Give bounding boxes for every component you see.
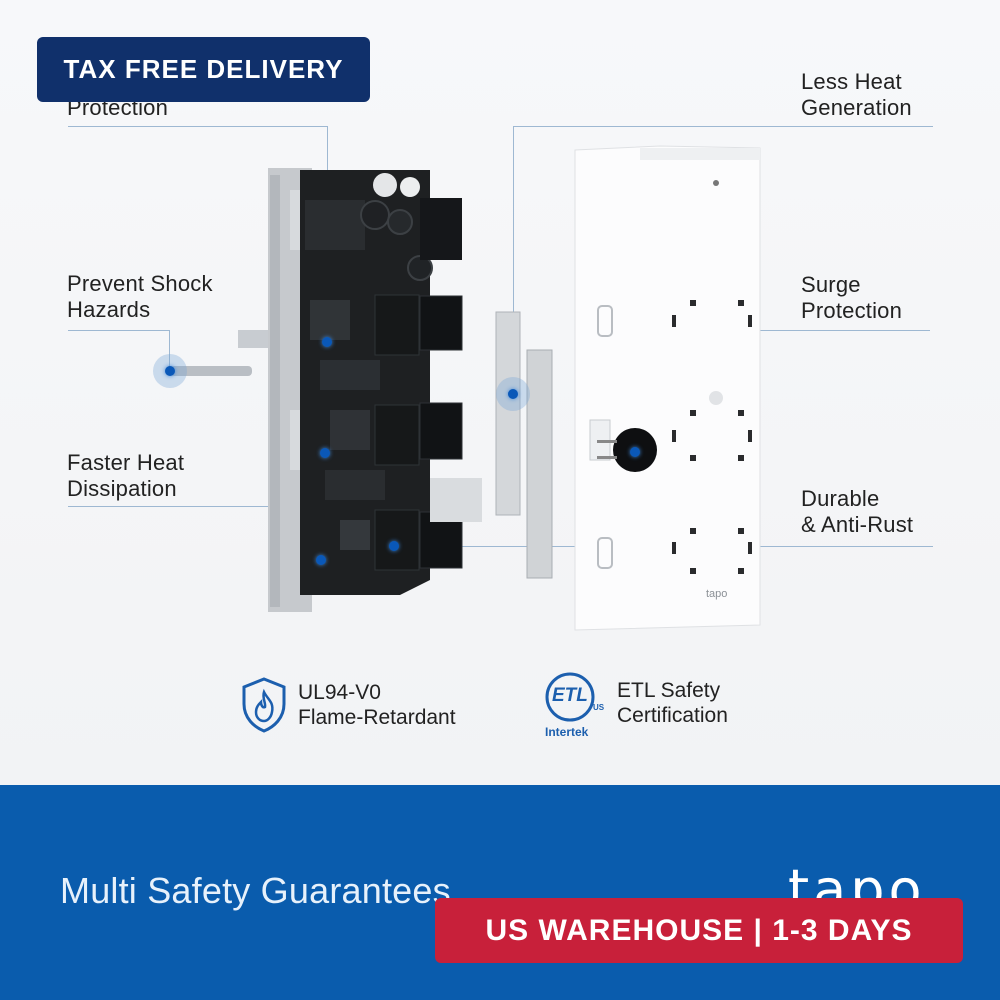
guide-line-shock-drop	[169, 330, 170, 372]
guide-line-heat	[68, 506, 326, 507]
callout-dot-less-heat	[496, 377, 530, 411]
cover-logo: tapo	[706, 588, 728, 600]
label-less-heat: Less Heat Generation	[801, 69, 912, 120]
callout-dot-protection	[322, 337, 332, 347]
cert-ul94-line1: UL94-V0	[298, 681, 381, 704]
footer-band	[0, 785, 1000, 1000]
plug-prong	[170, 366, 252, 376]
cert-ul94: UL94-V0 Flame-Retardant	[240, 676, 456, 734]
label-surge: Surge Protection	[801, 272, 903, 323]
guide-line-less-heat	[513, 126, 933, 127]
callout-dot-durable	[389, 541, 399, 551]
metal-strip-1	[495, 311, 521, 516]
label-prevent-shock: Prevent Shock Hazards	[67, 271, 213, 322]
cert-etl-line1: ETL Safety	[617, 679, 721, 702]
guide-line-shock	[68, 330, 170, 331]
etl-intertek-icon: ETL US Intertek	[543, 670, 605, 742]
outlet-middle	[672, 410, 752, 461]
product-diagram: tapo Protection Prevent Shock Hazards Fa…	[0, 0, 1000, 785]
outlet-top	[672, 300, 752, 327]
callout-dot-shock	[153, 354, 187, 388]
tax-free-badge: TAX FREE DELIVERY	[37, 37, 370, 102]
flame-shield-icon	[242, 677, 286, 733]
callout-dot-heat-2	[316, 555, 326, 565]
guide-line-protection	[68, 126, 328, 127]
cert-ul94-line2: Flame-Retardant	[298, 706, 456, 729]
label-faster-heat: Faster Heat Dissipation	[67, 450, 185, 501]
cert-etl-line2: Certification	[617, 704, 728, 727]
outlet-bottom	[672, 528, 752, 574]
cert-etl: ETL US Intertek ETL Safety Certification	[543, 670, 728, 742]
metal-strip-2	[526, 349, 553, 579]
footer-headline: Multi Safety Guarantees	[60, 870, 451, 911]
callout-dot-surge	[630, 447, 640, 457]
guide-line-less-heat-drop	[513, 126, 514, 394]
guide-line-surge	[635, 330, 930, 331]
callout-dot-heat-1	[320, 448, 330, 458]
label-durable: Durable & Anti-Rust	[801, 486, 914, 537]
warehouse-badge: US WAREHOUSE | 1-3 DAYS	[435, 898, 963, 963]
front-cover	[574, 145, 761, 631]
plug-prong-tip	[238, 330, 272, 348]
